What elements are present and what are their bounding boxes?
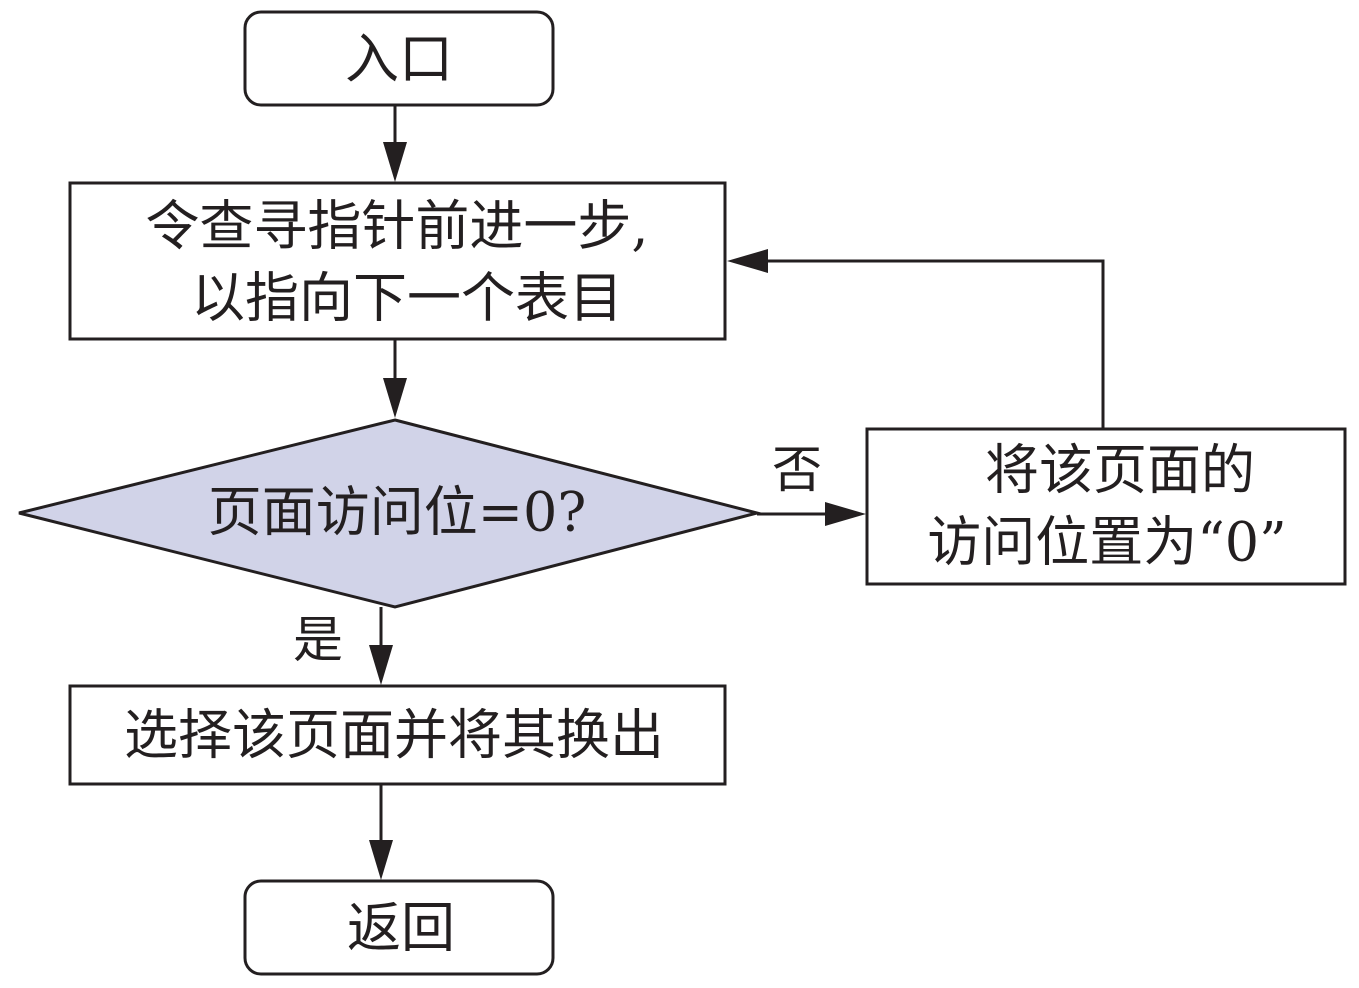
access-bit-decision: 页面访问位=0? bbox=[18, 418, 763, 609]
edge-entry-to-advance bbox=[383, 105, 407, 182]
access-bit-decision-label: 页面访问位=0? bbox=[208, 481, 587, 544]
branch-label-yes: 是 bbox=[293, 611, 343, 669]
advance-pointer-label-line2: 以指向下一个表目 bbox=[191, 267, 623, 330]
select-swap-out-label: 选择该页面并将其换出 bbox=[124, 704, 664, 767]
reset-access-bit-label-line2: 访问位置为“0” bbox=[927, 511, 1287, 574]
select-swap-out-box: 选择该页面并将其换出 bbox=[68, 684, 727, 786]
reset-access-bit-box: 将该页面的 访问位置为“0” bbox=[865, 427, 1347, 586]
edge-reset-to-advance bbox=[727, 249, 1105, 429]
entry-label: 入口 bbox=[345, 28, 453, 91]
edge-advance-to-decision bbox=[383, 339, 407, 418]
entry-terminal: 入口 bbox=[243, 10, 555, 107]
advance-pointer-box: 令查寻指针前进一步, 以指向下一个表目 bbox=[68, 181, 727, 341]
return-label: 返回 bbox=[347, 897, 455, 960]
branch-label-no: 否 bbox=[772, 441, 822, 499]
advance-pointer-label-line1: 令查寻指针前进一步, bbox=[145, 195, 648, 258]
return-terminal: 返回 bbox=[243, 879, 555, 976]
edge-select-to-return bbox=[369, 784, 393, 880]
edge-decision-to-reset: 否 bbox=[757, 441, 866, 526]
reset-access-bit-label-line1: 将该页面的 bbox=[985, 439, 1255, 502]
edge-decision-to-select: 是 bbox=[293, 607, 393, 685]
